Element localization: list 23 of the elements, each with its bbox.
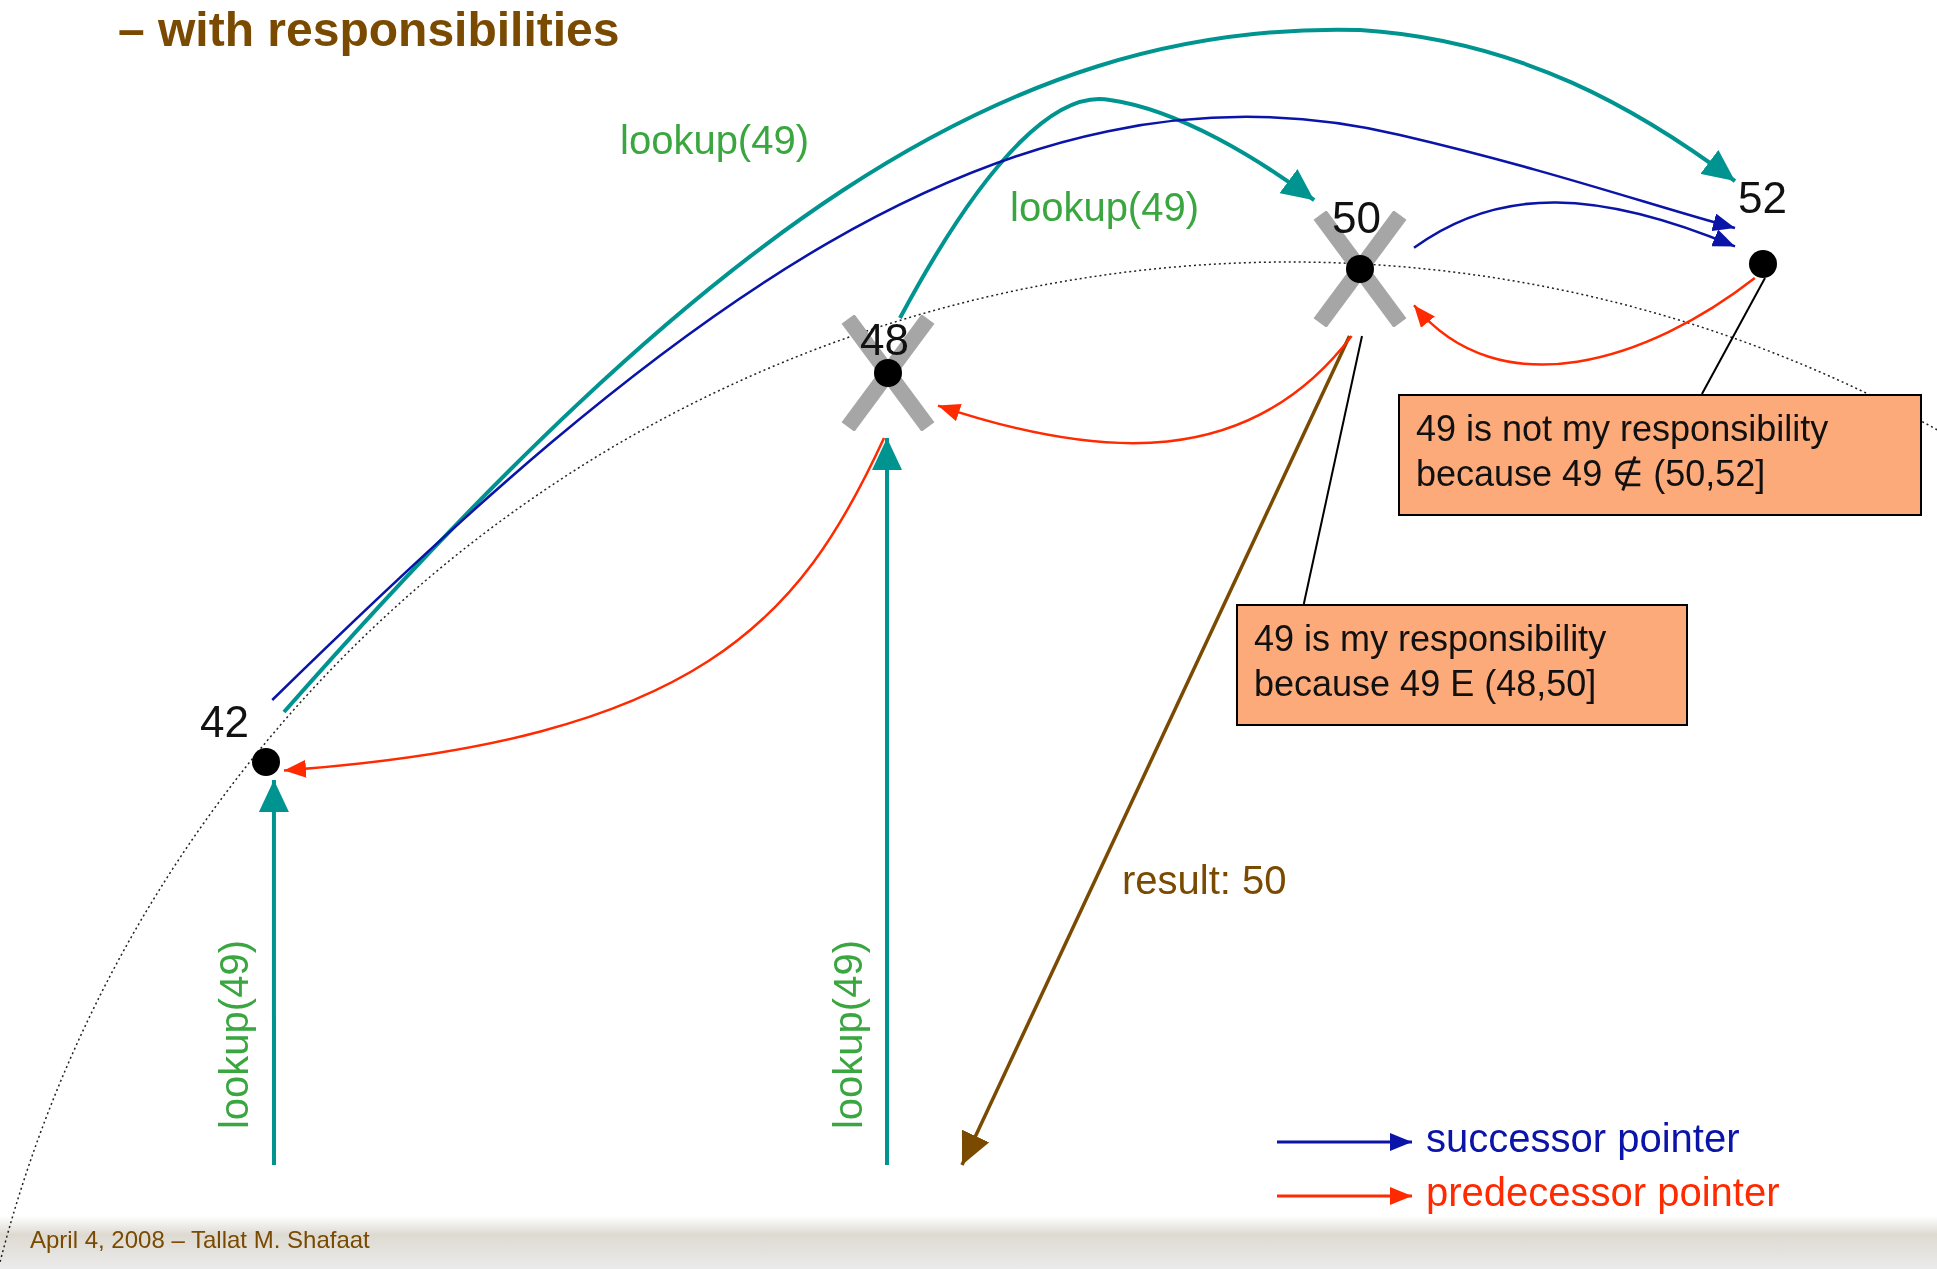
callout-box (1398, 394, 1922, 516)
arrow (283, 437, 886, 778)
legend-text: successor pointer (1426, 1116, 1740, 1160)
callout-text: 49 is my responsibility because 49 E (48,50] (1254, 618, 1607, 704)
arrow (898, 97, 1316, 319)
callout-text: 49 is not my responsibility because 49 ∉ (50,52] (1416, 408, 1829, 494)
arrow (960, 335, 1352, 1166)
arrow (258, 780, 289, 1165)
callout-box (1236, 604, 1688, 726)
arrow (937, 335, 1353, 445)
arrow (1413, 277, 1756, 366)
arrow (271, 116, 1736, 701)
legend-text: predecessor pointer (1426, 1170, 1780, 1214)
arrow (872, 438, 902, 1165)
node-number: 52 (1738, 176, 1787, 220)
footer-text: April 4, 2008 – Tallat M. Shafaat (30, 1226, 370, 1254)
slide-title: – with responsibilities (118, 2, 620, 57)
leader-line (1700, 277, 1766, 395)
node-number: 48 (860, 318, 909, 362)
node-number: 42 (200, 700, 249, 744)
node-number: 50 (1332, 196, 1381, 240)
arrow (282, 28, 1737, 714)
leader-line (1302, 335, 1363, 605)
